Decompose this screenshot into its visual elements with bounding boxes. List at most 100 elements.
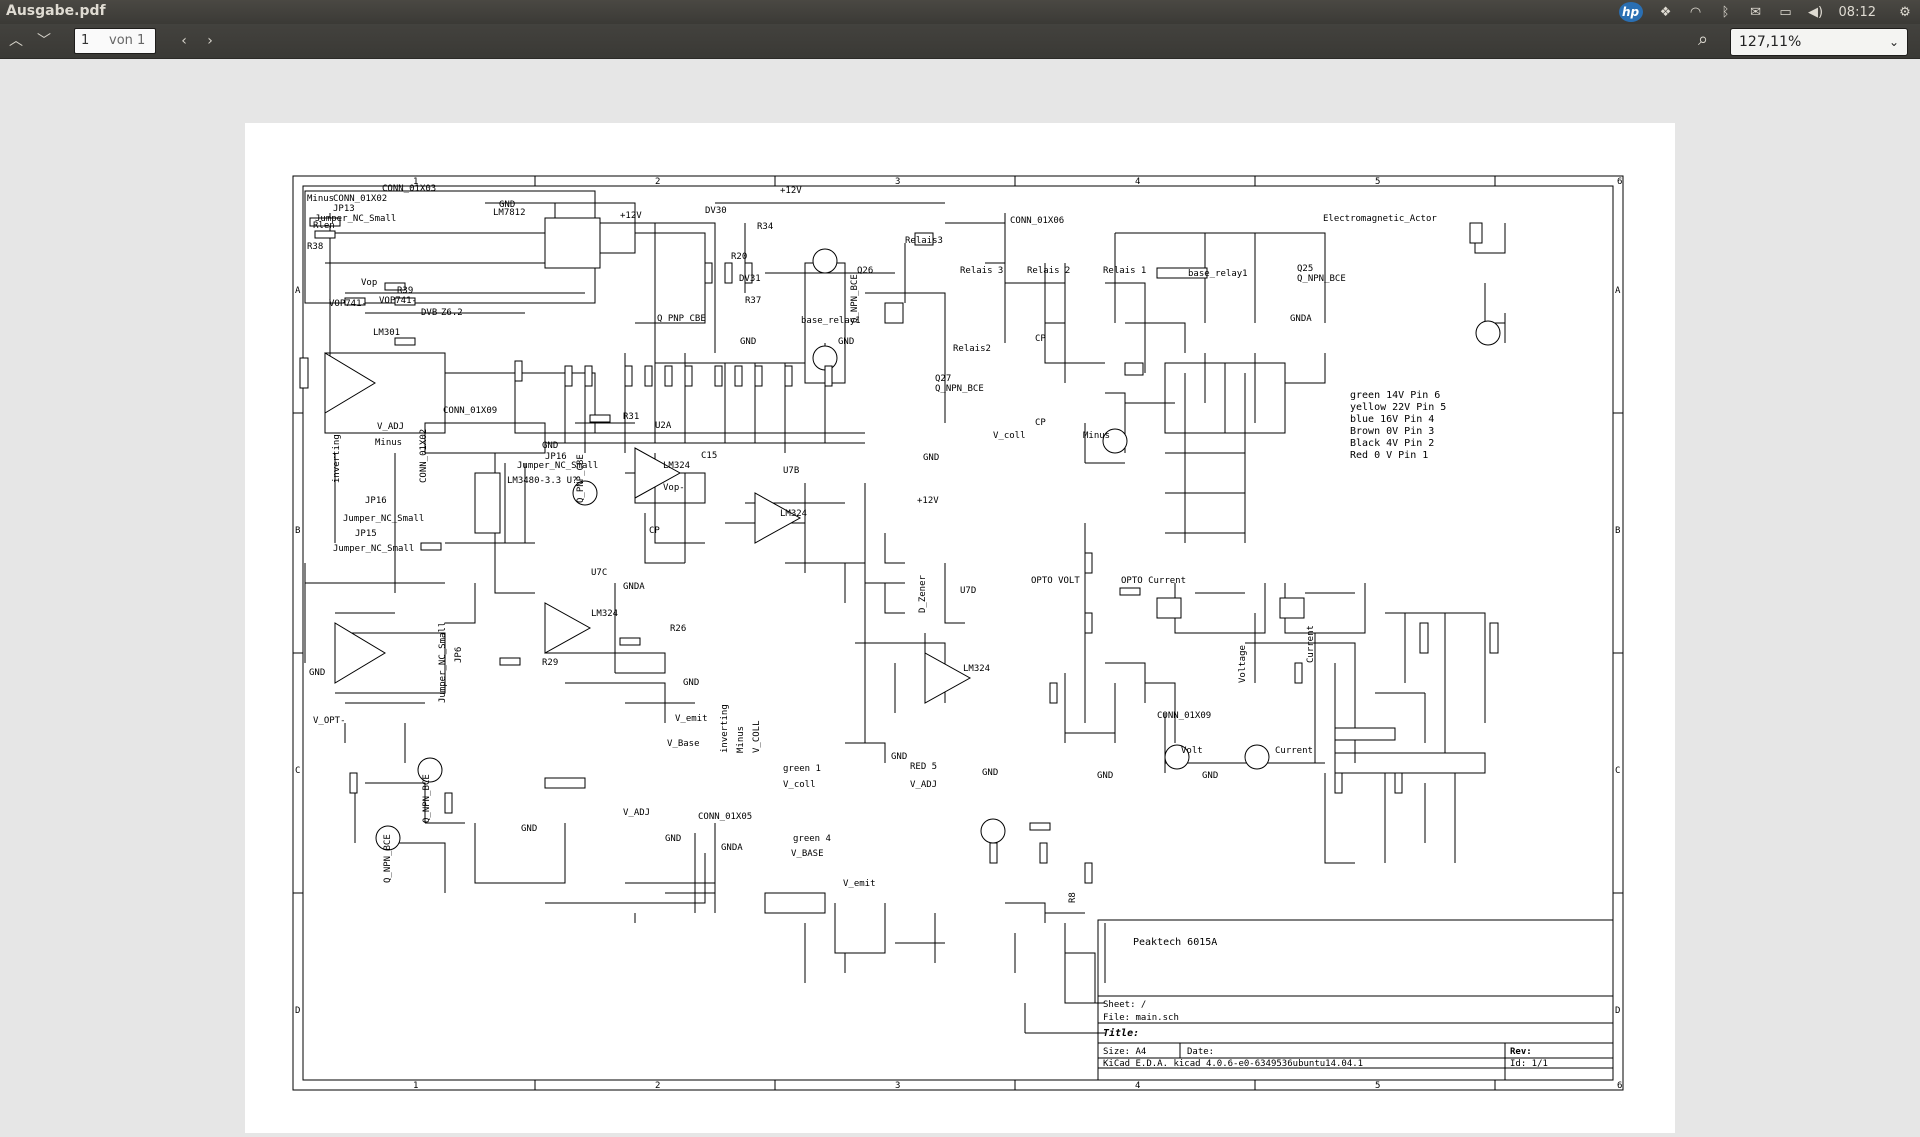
power-label: GNDA xyxy=(1290,314,1312,324)
net-label: Minus xyxy=(375,438,402,448)
component-label: CP xyxy=(1035,418,1046,428)
component-label: R34 xyxy=(757,222,773,232)
component-label: DVB xyxy=(421,308,437,318)
search-icon[interactable]: ⌕ xyxy=(1697,29,1709,50)
net-label: base_relay1 xyxy=(801,316,861,326)
component-label: JP13 xyxy=(333,204,355,214)
net-label: V_emit xyxy=(843,879,876,889)
power-label: +12V xyxy=(620,211,642,221)
component-label: Jumper_NC_Small xyxy=(315,214,396,224)
col-number: 6 xyxy=(1617,177,1622,187)
component-label: green 1 xyxy=(783,764,821,774)
component-label: CP xyxy=(1035,334,1046,344)
forward-icon[interactable]: › xyxy=(207,33,213,49)
component-label: CONN_01X02 xyxy=(419,429,429,483)
col-number: 2 xyxy=(655,177,660,187)
component-label: JP6 xyxy=(454,647,464,663)
battery-icon[interactable]: ▭ xyxy=(1779,4,1792,20)
page-number-field[interactable]: 1 von 1 xyxy=(74,28,156,54)
power-label: GND xyxy=(1202,771,1218,781)
component-label: CONN_01X09 xyxy=(443,406,497,416)
net-label: Minus xyxy=(307,194,334,204)
wifi-icon[interactable]: ◠ xyxy=(1689,4,1702,20)
component-label: Voltage xyxy=(1238,645,1248,683)
component-label: Volt xyxy=(1181,746,1203,756)
component-label: JP15 xyxy=(355,529,377,539)
component-label: R39 xyxy=(397,286,413,296)
component-label: DV31 xyxy=(739,274,761,284)
next-page-icon[interactable]: ﹀ xyxy=(37,33,51,49)
power-label: GND xyxy=(838,337,854,347)
component-label: R26 xyxy=(670,624,686,634)
component-label: Current xyxy=(1275,746,1313,756)
component-label: R37 xyxy=(745,296,761,306)
gear-icon[interactable]: ⚙ xyxy=(1899,4,1911,20)
hp-icon[interactable]: hp xyxy=(1618,2,1643,22)
net-label: V_Base xyxy=(667,739,700,749)
schematic-drawing: 1 2 3 4 5 6 1 2 3 4 5 6 A B C D A B C D xyxy=(292,175,1624,1091)
component-label: Q27 xyxy=(935,374,951,384)
net-label: Vop xyxy=(361,278,377,288)
bluetooth-icon[interactable]: ᛒ xyxy=(1721,4,1730,20)
sheet-inner-frame xyxy=(302,185,1614,1081)
document-area[interactable]: 1 2 3 4 5 6 1 2 3 4 5 6 A B C D A B C D xyxy=(0,59,1920,1133)
row-letter: B xyxy=(295,526,300,536)
component-label: CONN_01X02 xyxy=(333,194,387,204)
component-label: LM301 xyxy=(373,328,400,338)
component-label: Jumper_NC_Small xyxy=(343,514,424,524)
company-name: Peaktech 6015A xyxy=(1133,937,1217,948)
net-label: base_relay1 xyxy=(1188,269,1248,279)
power-label: GND xyxy=(1097,771,1113,781)
component-label: Relais 3 xyxy=(960,266,1003,276)
component-label: U7B xyxy=(783,466,799,476)
net-label: VOP741- xyxy=(329,299,367,309)
volume-icon[interactable]: ◀) xyxy=(1807,4,1824,20)
net-label: V_ADJ xyxy=(910,780,937,790)
net-label: V_COLL xyxy=(752,720,762,753)
kicad-version: KiCad E.D.A. kicad 4.0.6-e0-6349536ubunt… xyxy=(1103,1059,1363,1069)
file-label: File: main.sch xyxy=(1103,1013,1179,1023)
previous-page-icon[interactable]: ︿ xyxy=(9,33,23,49)
title-block xyxy=(1097,919,1614,1081)
power-label: GND xyxy=(499,200,515,210)
component-label: DV30 xyxy=(705,206,727,216)
wires xyxy=(304,190,1506,1034)
component-label: OPTO Current xyxy=(1121,576,1186,586)
component-label: Jumper_NC_Small xyxy=(438,622,448,703)
component-label: Q_NPN_BCE xyxy=(935,384,984,394)
col-number: 5 xyxy=(1375,1081,1380,1091)
component-label: LM324 xyxy=(780,509,807,519)
component-label: Relais2 xyxy=(953,344,991,354)
net-label: V_emit xyxy=(675,714,708,724)
wire-row: Black 4V Pin 2 xyxy=(1350,438,1434,449)
back-icon[interactable]: ‹ xyxy=(181,33,187,49)
component-label: CONN_01X03 xyxy=(382,184,436,194)
power-label: GND xyxy=(740,337,756,347)
power-label: GNDA xyxy=(721,843,743,853)
component-label: Relais 1 xyxy=(1103,266,1146,276)
zoom-select[interactable]: 127,11% ⌄ xyxy=(1730,28,1908,56)
net-label: V_ADJ xyxy=(623,808,650,818)
net-label: V_OPT- xyxy=(313,716,346,726)
dropbox-icon[interactable]: ❖ xyxy=(1659,4,1672,20)
component-label: Q_NPN_BCE xyxy=(1297,274,1346,284)
net-label: V_coll xyxy=(993,431,1026,441)
component-label: Q_NPN_BCE xyxy=(850,274,860,323)
component-label: CONN_01X05 xyxy=(698,812,752,822)
net-label: VOP741- xyxy=(379,296,417,306)
page-count: von 1 xyxy=(109,33,146,48)
col-number: 6 xyxy=(1617,1081,1622,1091)
mail-icon[interactable]: ✉ xyxy=(1750,4,1761,20)
component-label: D_Zener xyxy=(918,574,928,613)
power-label: GND xyxy=(665,834,681,844)
component-label: Relais3 xyxy=(905,236,943,246)
row-letter: B xyxy=(1615,526,1620,536)
col-number: 4 xyxy=(1135,1081,1140,1091)
component-label: Jumper_NC_Small xyxy=(333,544,414,554)
power-label: GND xyxy=(542,441,558,451)
component-label: LM324 xyxy=(963,664,990,674)
clock[interactable]: 08:12 xyxy=(1838,4,1876,20)
component-label: LM3480-3.3 U? xyxy=(507,476,577,486)
wire-color-table: green 14V Pin 6 yellow 22V Pin 5 blue 16… xyxy=(1350,390,1446,461)
component-label: LM324 xyxy=(591,609,618,619)
